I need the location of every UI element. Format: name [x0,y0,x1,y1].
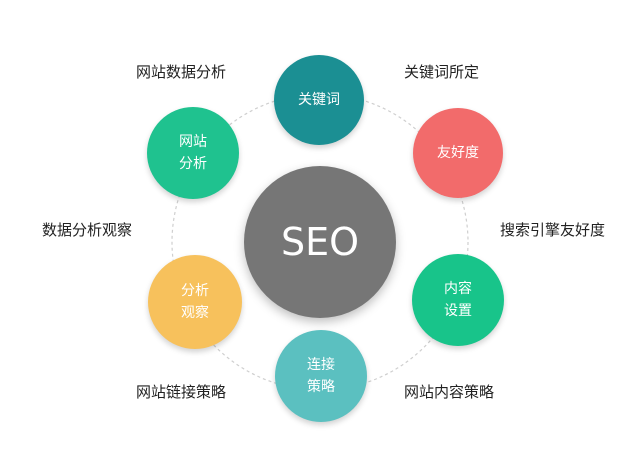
content-setup-node: 内容 设置 [412,254,504,346]
analysis-observe-node: 分析 观察 [148,255,242,349]
link-strategy-node: 连接 策略 [275,330,367,422]
site-link-strategy-label: 网站链接策略 [136,383,227,401]
site-content-strategy-label: 网站内容策略 [404,383,495,401]
data-analysis-observe-label: 数据分析观察 [42,221,133,239]
search-engine-friendliness-label: 搜索引擎友好度 [500,221,606,239]
seo-center-circle: SEO [244,166,396,318]
site-analysis-node: 网站 分析 [147,107,239,199]
keywords-node: 关键词 [274,55,364,145]
site-data-analysis-label: 网站数据分析 [136,63,227,81]
friendliness-node: 友好度 [413,108,503,198]
keywords-location-label: 关键词所定 [404,63,480,81]
